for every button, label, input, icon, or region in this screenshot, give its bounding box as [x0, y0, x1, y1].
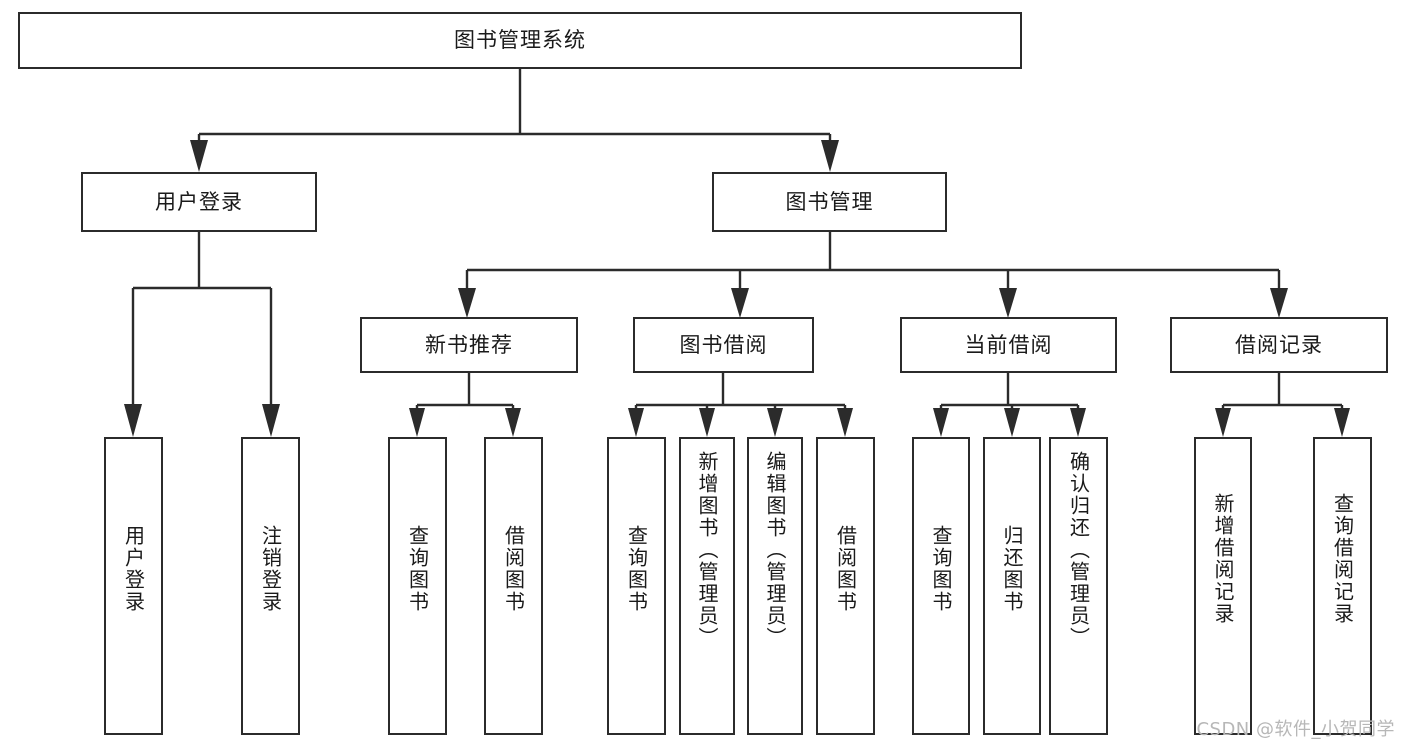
- leaf-user-login[interactable]: 用户登录: [104, 437, 163, 735]
- leaf-return-books-label: 归还图书: [1000, 525, 1024, 613]
- leaf-confirm-return-admin-label: 确认归还（管理员）: [1066, 451, 1091, 649]
- leaf-query-books-current[interactable]: 查询图书: [912, 437, 970, 735]
- leaf-return-books[interactable]: 归还图书: [983, 437, 1041, 735]
- leaf-user-login-label: 用户登录: [121, 525, 146, 613]
- leaf-borrow-books[interactable]: 借阅图书: [816, 437, 875, 735]
- leaf-query-books-recommend[interactable]: 查询图书: [388, 437, 447, 735]
- leaf-query-borrow-record-label: 查询借阅记录: [1330, 493, 1355, 625]
- node-borrow-records[interactable]: 借阅记录: [1170, 317, 1388, 373]
- leaf-logout[interactable]: 注销登录: [241, 437, 300, 735]
- node-current-borrow[interactable]: 当前借阅: [900, 317, 1117, 373]
- node-root-label: 图书管理系统: [454, 28, 586, 53]
- leaf-query-books-recommend-label: 查询图书: [405, 525, 430, 613]
- leaf-add-book-admin-label: 新增图书（管理员）: [695, 451, 719, 649]
- node-borrow-records-label: 借阅记录: [1235, 332, 1323, 357]
- leaf-borrow-books-label: 借阅图书: [833, 525, 858, 613]
- leaf-query-books-current-label: 查询图书: [929, 525, 953, 613]
- node-new-book-recommend-label: 新书推荐: [425, 332, 513, 357]
- leaf-edit-book-admin-label: 编辑图书（管理员）: [763, 451, 787, 649]
- node-user-login[interactable]: 用户登录: [81, 172, 317, 232]
- leaf-add-borrow-record-label: 新增借阅记录: [1211, 493, 1235, 625]
- node-user-login-label: 用户登录: [155, 189, 243, 214]
- node-new-book-recommend[interactable]: 新书推荐: [360, 317, 578, 373]
- leaf-borrow-books-recommend[interactable]: 借阅图书: [484, 437, 543, 735]
- arrowheads: [124, 140, 1350, 437]
- node-book-management[interactable]: 图书管理: [712, 172, 947, 232]
- leaf-add-book-admin[interactable]: 新增图书（管理员）: [679, 437, 735, 735]
- node-current-borrow-label: 当前借阅: [964, 332, 1053, 357]
- node-root[interactable]: 图书管理系统: [18, 12, 1022, 69]
- leaf-query-books-borrow[interactable]: 查询图书: [607, 437, 666, 735]
- leaf-add-borrow-record[interactable]: 新增借阅记录: [1194, 437, 1252, 735]
- node-book-borrow-label: 图书借阅: [679, 332, 768, 357]
- node-book-management-label: 图书管理: [785, 189, 874, 214]
- leaf-confirm-return-admin[interactable]: 确认归还（管理员）: [1049, 437, 1108, 735]
- leaf-query-books-borrow-label: 查询图书: [624, 525, 649, 613]
- node-book-borrow[interactable]: 图书借阅: [633, 317, 814, 373]
- leaf-edit-book-admin[interactable]: 编辑图书（管理员）: [747, 437, 803, 735]
- leaf-query-borrow-record[interactable]: 查询借阅记录: [1313, 437, 1372, 735]
- leaf-borrow-books-recommend-label: 借阅图书: [501, 525, 526, 613]
- leaf-logout-label: 注销登录: [258, 525, 283, 613]
